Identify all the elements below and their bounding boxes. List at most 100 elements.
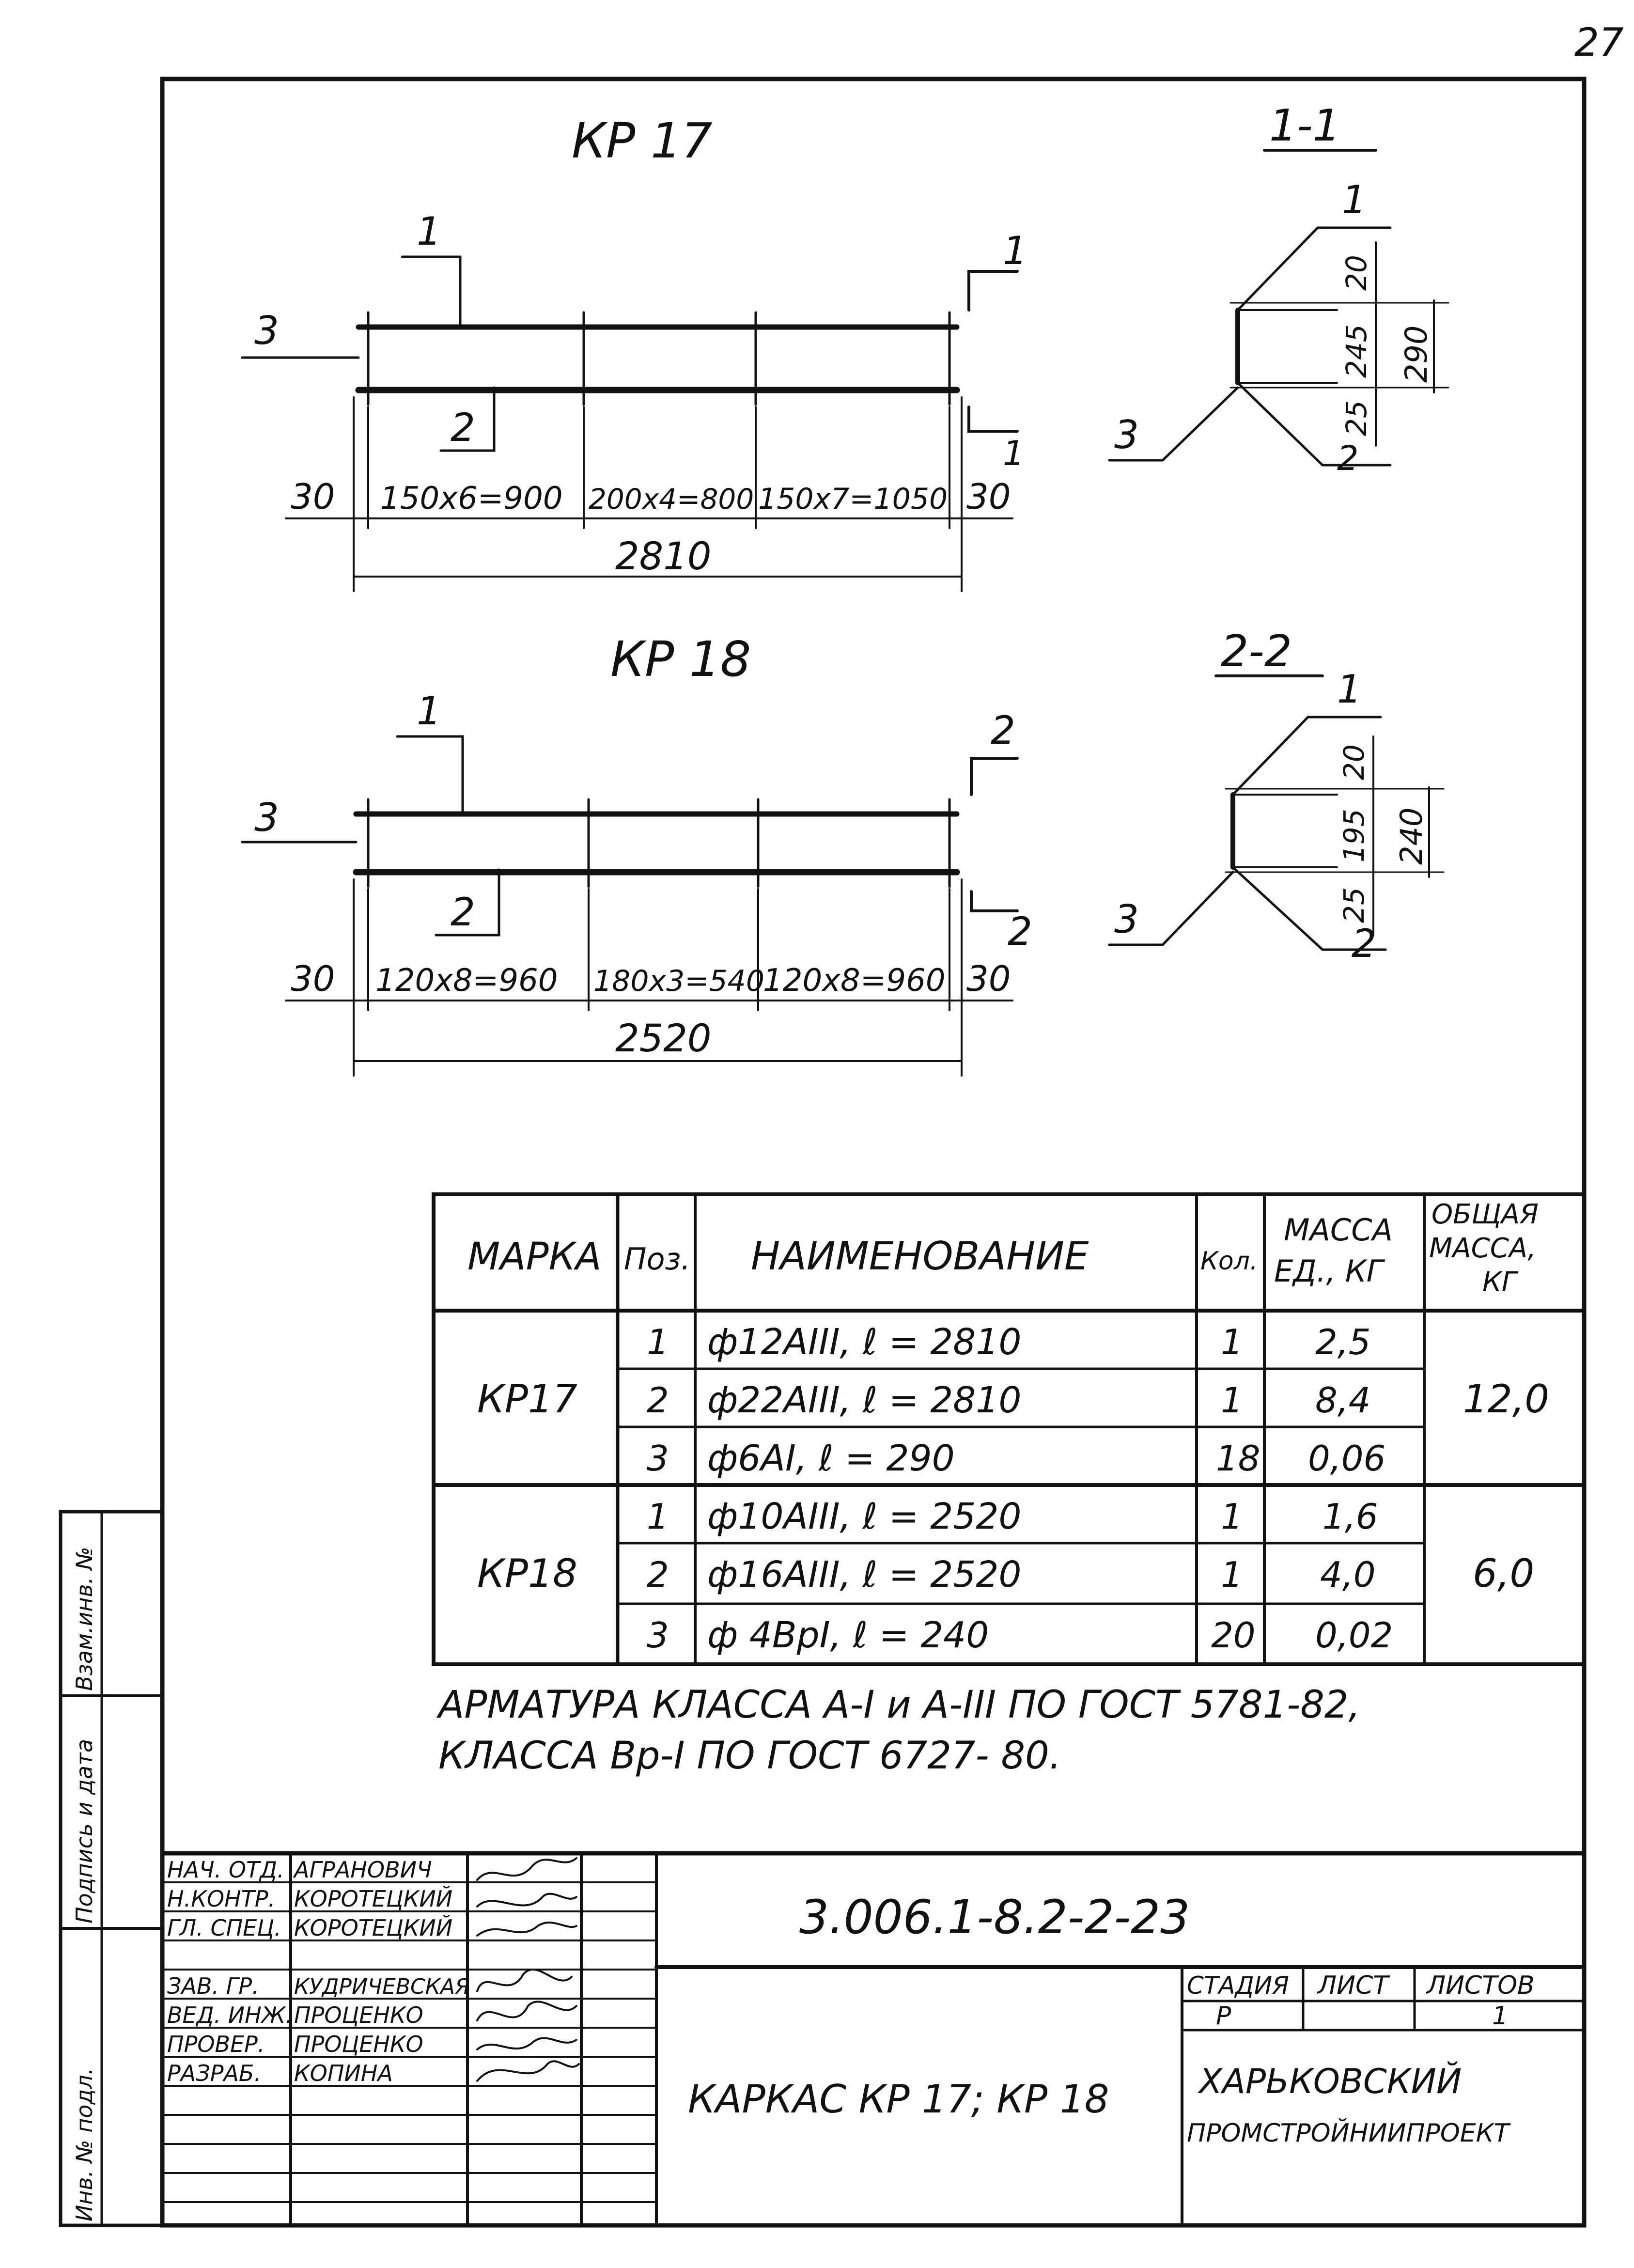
title-role: Н.КОНТР. [167, 1886, 275, 1912]
kr18-pos2: 2 [451, 890, 475, 935]
kr18-dim-seg2: 180х3=540 [593, 964, 764, 998]
spec-header-qty: Кол. [1200, 1247, 1258, 1276]
spec-row-qty: 1 [1221, 1554, 1243, 1595]
kr17-dim-seg3: 150х7=1050 [758, 482, 948, 516]
title-role: ГЛ. СПЕЦ. [167, 1915, 281, 1941]
sheets-value: 1 [1492, 2002, 1508, 2031]
kr18-section-dim-bottom: 25 [1338, 887, 1370, 923]
spec-row-qty: 1 [1221, 1496, 1243, 1537]
kr17-section-label: 1-1 [1269, 100, 1340, 151]
kr18-section-dim-mid: 195 [1338, 809, 1370, 862]
kr17-section-dim-top: 20 [1340, 255, 1373, 291]
side-stamp-signature: Подпись и дата [71, 1739, 97, 1924]
kr17-dim-left: 30 [291, 476, 335, 517]
spec-row-mass: 2,5 [1315, 1322, 1371, 1362]
spec-row-mass: 8,4 [1315, 1380, 1371, 1421]
note-line-1: АРМАТУРА КЛАССА А-I и А-III ПО ГОСТ 5781… [436, 1683, 1360, 1727]
side-stamp-inventory: Инв. № подл. [71, 2068, 97, 2221]
page-number: 27 [1574, 20, 1624, 65]
doc-code: 3.006.1-8.2-2-23 [799, 1890, 1190, 1944]
spec-row-pos: 2 [647, 1554, 669, 1595]
kr18-section-pos1: 1 [1337, 667, 1362, 712]
title-block: НАЧ. ОТД. АГРАНОВИЧ Н.КОНТР. КОРОТЕЦКИЙ … [160, 1851, 1587, 2227]
kr17-section-mark-top: 1 [1003, 228, 1027, 273]
kr17-section-pos1: 1 [1342, 177, 1367, 222]
stage-value: Р [1216, 2002, 1231, 2031]
kr18-section: 2-2 1 2 3 20 195 25 240 [1108, 626, 1445, 966]
kr17-drawing: КР 17 3 1 2 1 1 [241, 100, 1449, 592]
spec-row-name: ф22АIII, ℓ = 2810 [707, 1379, 1022, 1421]
title-role: ВЕД. ИНЖ. [167, 2002, 293, 2028]
org-line-2: ПРОМСТРОЙНИИПРОЕКТ [1187, 2118, 1511, 2148]
title-name: КУДРИЧЕВСКАЯ [294, 1974, 470, 1999]
kr18-cross-bars [367, 798, 951, 888]
kr17-pos1: 1 [417, 209, 441, 254]
spec-row-qty: 20 [1211, 1615, 1256, 1656]
spec-header-unit-mass-1: МАССА [1284, 1212, 1393, 1248]
title-role: ЗАВ. ГР. [167, 1973, 259, 1999]
kr18-total-dim: 2520 [615, 1017, 712, 1061]
kr18-section-dim-total: 240 [1394, 808, 1429, 865]
title-name: ПРОЦЕНКО [294, 2031, 423, 2057]
kr18-pos1: 1 [417, 688, 441, 734]
kr17-dim-seg1: 150х6=900 [380, 481, 563, 516]
kr17-dim-seg2: 200х4=800 [589, 483, 754, 516]
spec-row-qty: 1 [1221, 1380, 1243, 1421]
spec-row-name: ф 4ВрI, ℓ = 240 [707, 1614, 989, 1656]
kr17-section-pos3: 3 [1114, 412, 1139, 457]
kr18-dim-right: 30 [966, 958, 1011, 999]
kr17-section: 1-1 1 2 3 20 245 25 290 [1108, 100, 1449, 478]
spec-header-name: НАИМЕНОВАНИЕ [751, 1234, 1089, 1279]
kr17-section-pos2: 2 [1337, 438, 1359, 478]
kr18-section-label: 2-2 [1221, 626, 1292, 677]
spec-header-total-mass-1: ОБЩАЯ [1432, 1199, 1539, 1230]
kr17-section-dim-bottom: 25 [1340, 400, 1373, 436]
spec-row-pos: 3 [647, 1615, 669, 1656]
kr18-title: КР 18 [610, 631, 751, 688]
spec-row-pos: 1 [647, 1322, 669, 1362]
kr18-section-mark-bottom: 2 [1008, 909, 1032, 954]
spec-header-mark: МАРКА [467, 1235, 601, 1279]
kr18-section-pos2: 2 [1352, 921, 1376, 966]
drawing-title: КАРКАС КР 17; КР 18 [688, 2077, 1109, 2122]
signatures [476, 1857, 580, 2082]
spec-row-mass: 1,6 [1323, 1496, 1378, 1537]
spec-total-kr18: 6,0 [1473, 1551, 1534, 1596]
sheet-frame [160, 77, 1587, 2228]
spec-mark-kr18: КР18 [477, 1551, 577, 1596]
spec-row-name: ф16АIII, ℓ = 2520 [707, 1554, 1022, 1595]
stage-label: СТАДИЯ [1187, 1971, 1289, 2000]
spec-header-unit-mass-2: ЕД., КГ [1274, 1253, 1385, 1289]
kr17-dim-right: 30 [966, 476, 1011, 517]
title-name: КОРОТЕЦКИЙ [294, 1886, 452, 1912]
kr17-section-dim-mid: 245 [1340, 324, 1373, 378]
spec-row-pos: 2 [647, 1380, 669, 1421]
spec-row-mass: 0,02 [1315, 1615, 1393, 1656]
kr17-cross-bars [367, 311, 951, 406]
title-name: АГРАНОВИЧ [293, 1857, 432, 1883]
spec-row-mass: 4,0 [1320, 1554, 1376, 1595]
kr18-section-pos3: 3 [1114, 897, 1139, 942]
sheet-label: ЛИСТ [1317, 1971, 1390, 2000]
title-name: ПРОЦЕНКО [294, 2002, 423, 2028]
kr18-drawing: КР 18 3 1 2 2 2 30 120х8=960 [241, 626, 1445, 1077]
kr17-title: КР 17 [572, 112, 712, 169]
title-role: НАЧ. ОТД. [167, 1857, 284, 1883]
spec-row-mass: 0,06 [1308, 1438, 1385, 1479]
spec-header-pos: Поз. [624, 1241, 690, 1277]
title-name: КОРОТЕЦКИЙ [294, 1915, 452, 1941]
kr18-section-dim-top: 20 [1338, 744, 1370, 780]
spec-mark-kr17: КР17 [477, 1376, 577, 1422]
sheets-label: ЛИСТОВ [1426, 1971, 1535, 2000]
spec-row-qty: 18 [1216, 1438, 1261, 1479]
title-name: КОПИНА [294, 2060, 393, 2086]
kr17-pos2: 2 [451, 405, 475, 450]
title-role: ПРОВЕР. [167, 2031, 265, 2057]
org-line-1: ХАРЬКОВСКИЙ [1197, 2062, 1462, 2101]
side-stamp: Взам.инв. № Подпись и дата Инв. № подл. [59, 1510, 164, 2227]
kr17-pos3: 3 [254, 308, 279, 353]
spec-header-total-mass-3: КГ [1482, 1267, 1519, 1298]
kr18-dim-seg1: 120х8=960 [375, 963, 558, 999]
kr17-section-dim-total: 290 [1399, 326, 1434, 383]
